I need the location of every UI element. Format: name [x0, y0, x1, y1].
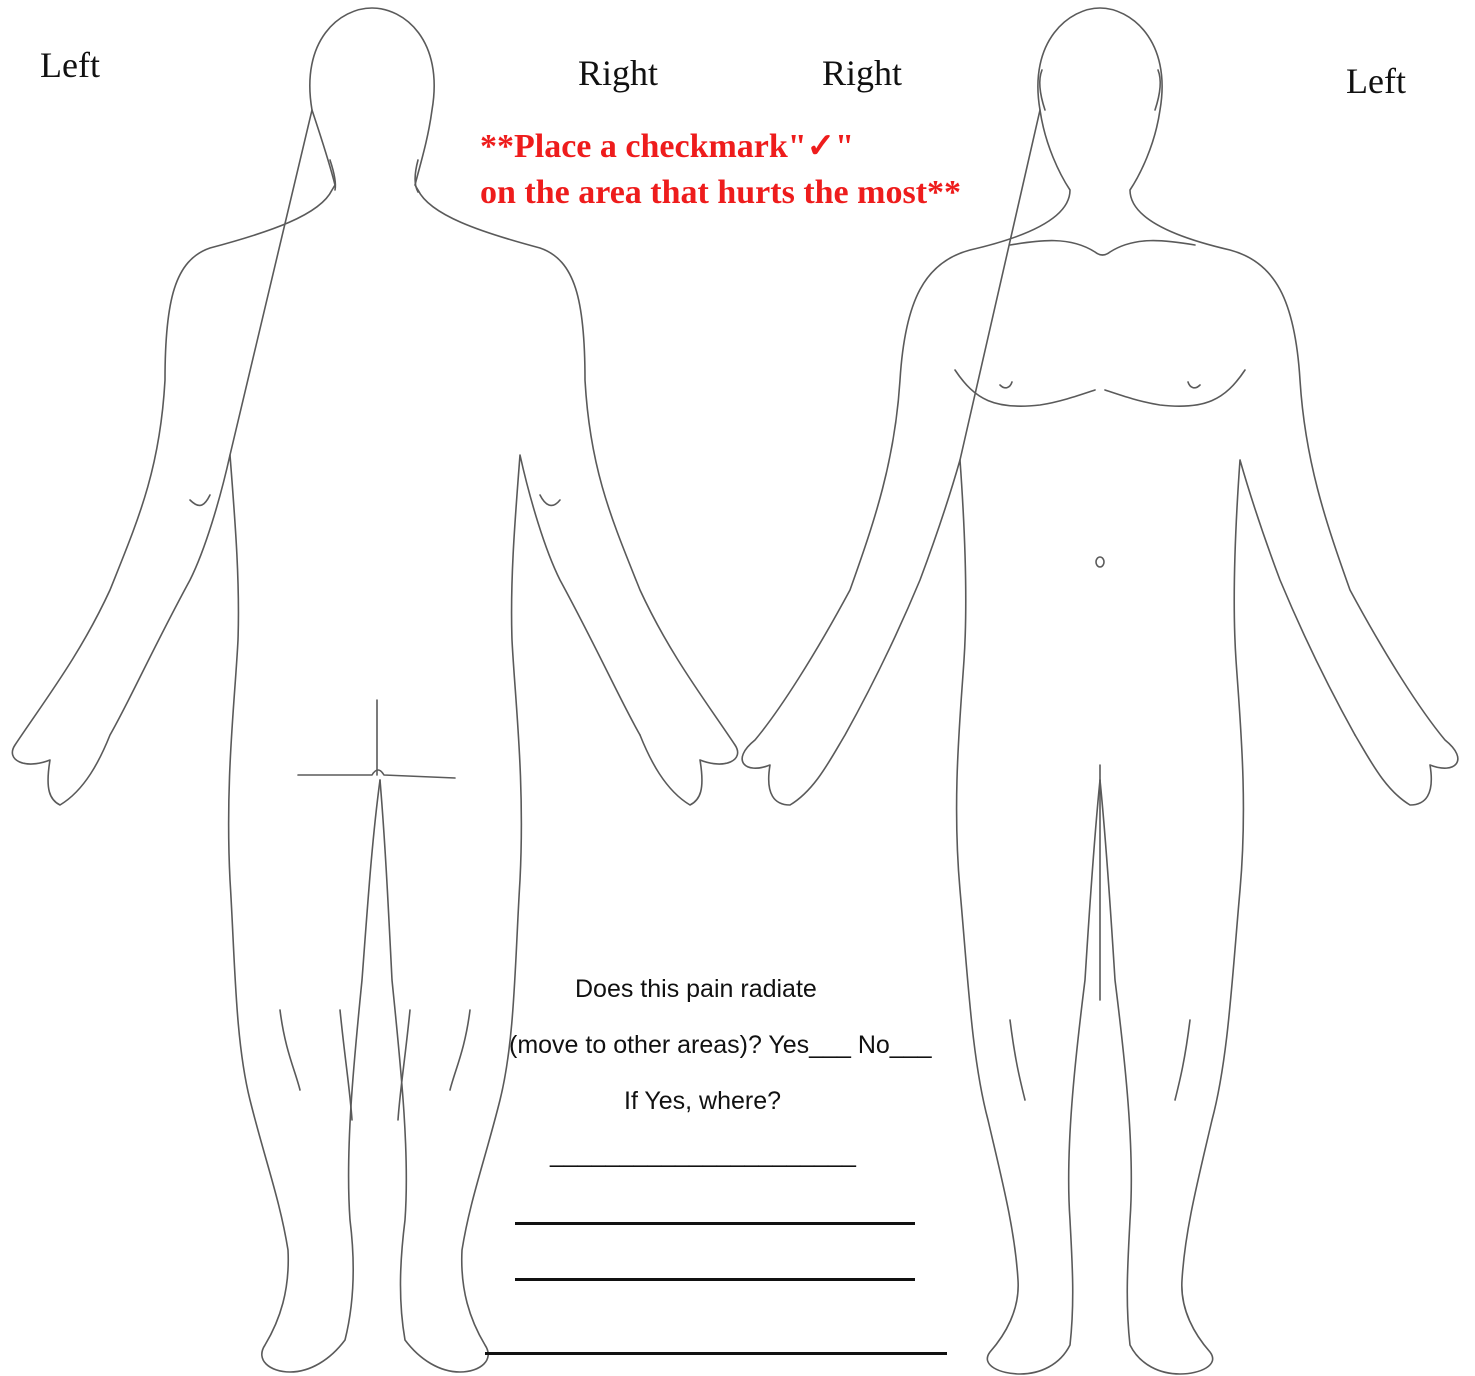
instruction-line-2: on the area that hurts the most**: [480, 170, 961, 216]
front-view-right-label: Right: [822, 52, 902, 94]
answer-line-3[interactable]: [485, 1352, 947, 1355]
checkmark-instruction: **Place a checkmark"✓" on the area that …: [480, 124, 961, 216]
answer-line-2[interactable]: [515, 1278, 915, 1281]
front-view-left-label: Left: [1346, 60, 1406, 102]
back-view-right-label: Right: [578, 52, 658, 94]
instruction-line-1: **Place a checkmark"✓": [480, 124, 961, 170]
answer-line-1[interactable]: [515, 1222, 915, 1225]
radiate-question-line-3: If Yes, where?: [624, 1087, 781, 1116]
radiate-question-line-1: Does this pain radiate: [575, 975, 817, 1004]
back-view-left-label: Left: [40, 44, 100, 86]
where-answer-blank[interactable]: ______________________: [550, 1140, 856, 1169]
radiate-question-line-2[interactable]: (move to other areas)? Yes___ No___: [509, 1031, 932, 1060]
